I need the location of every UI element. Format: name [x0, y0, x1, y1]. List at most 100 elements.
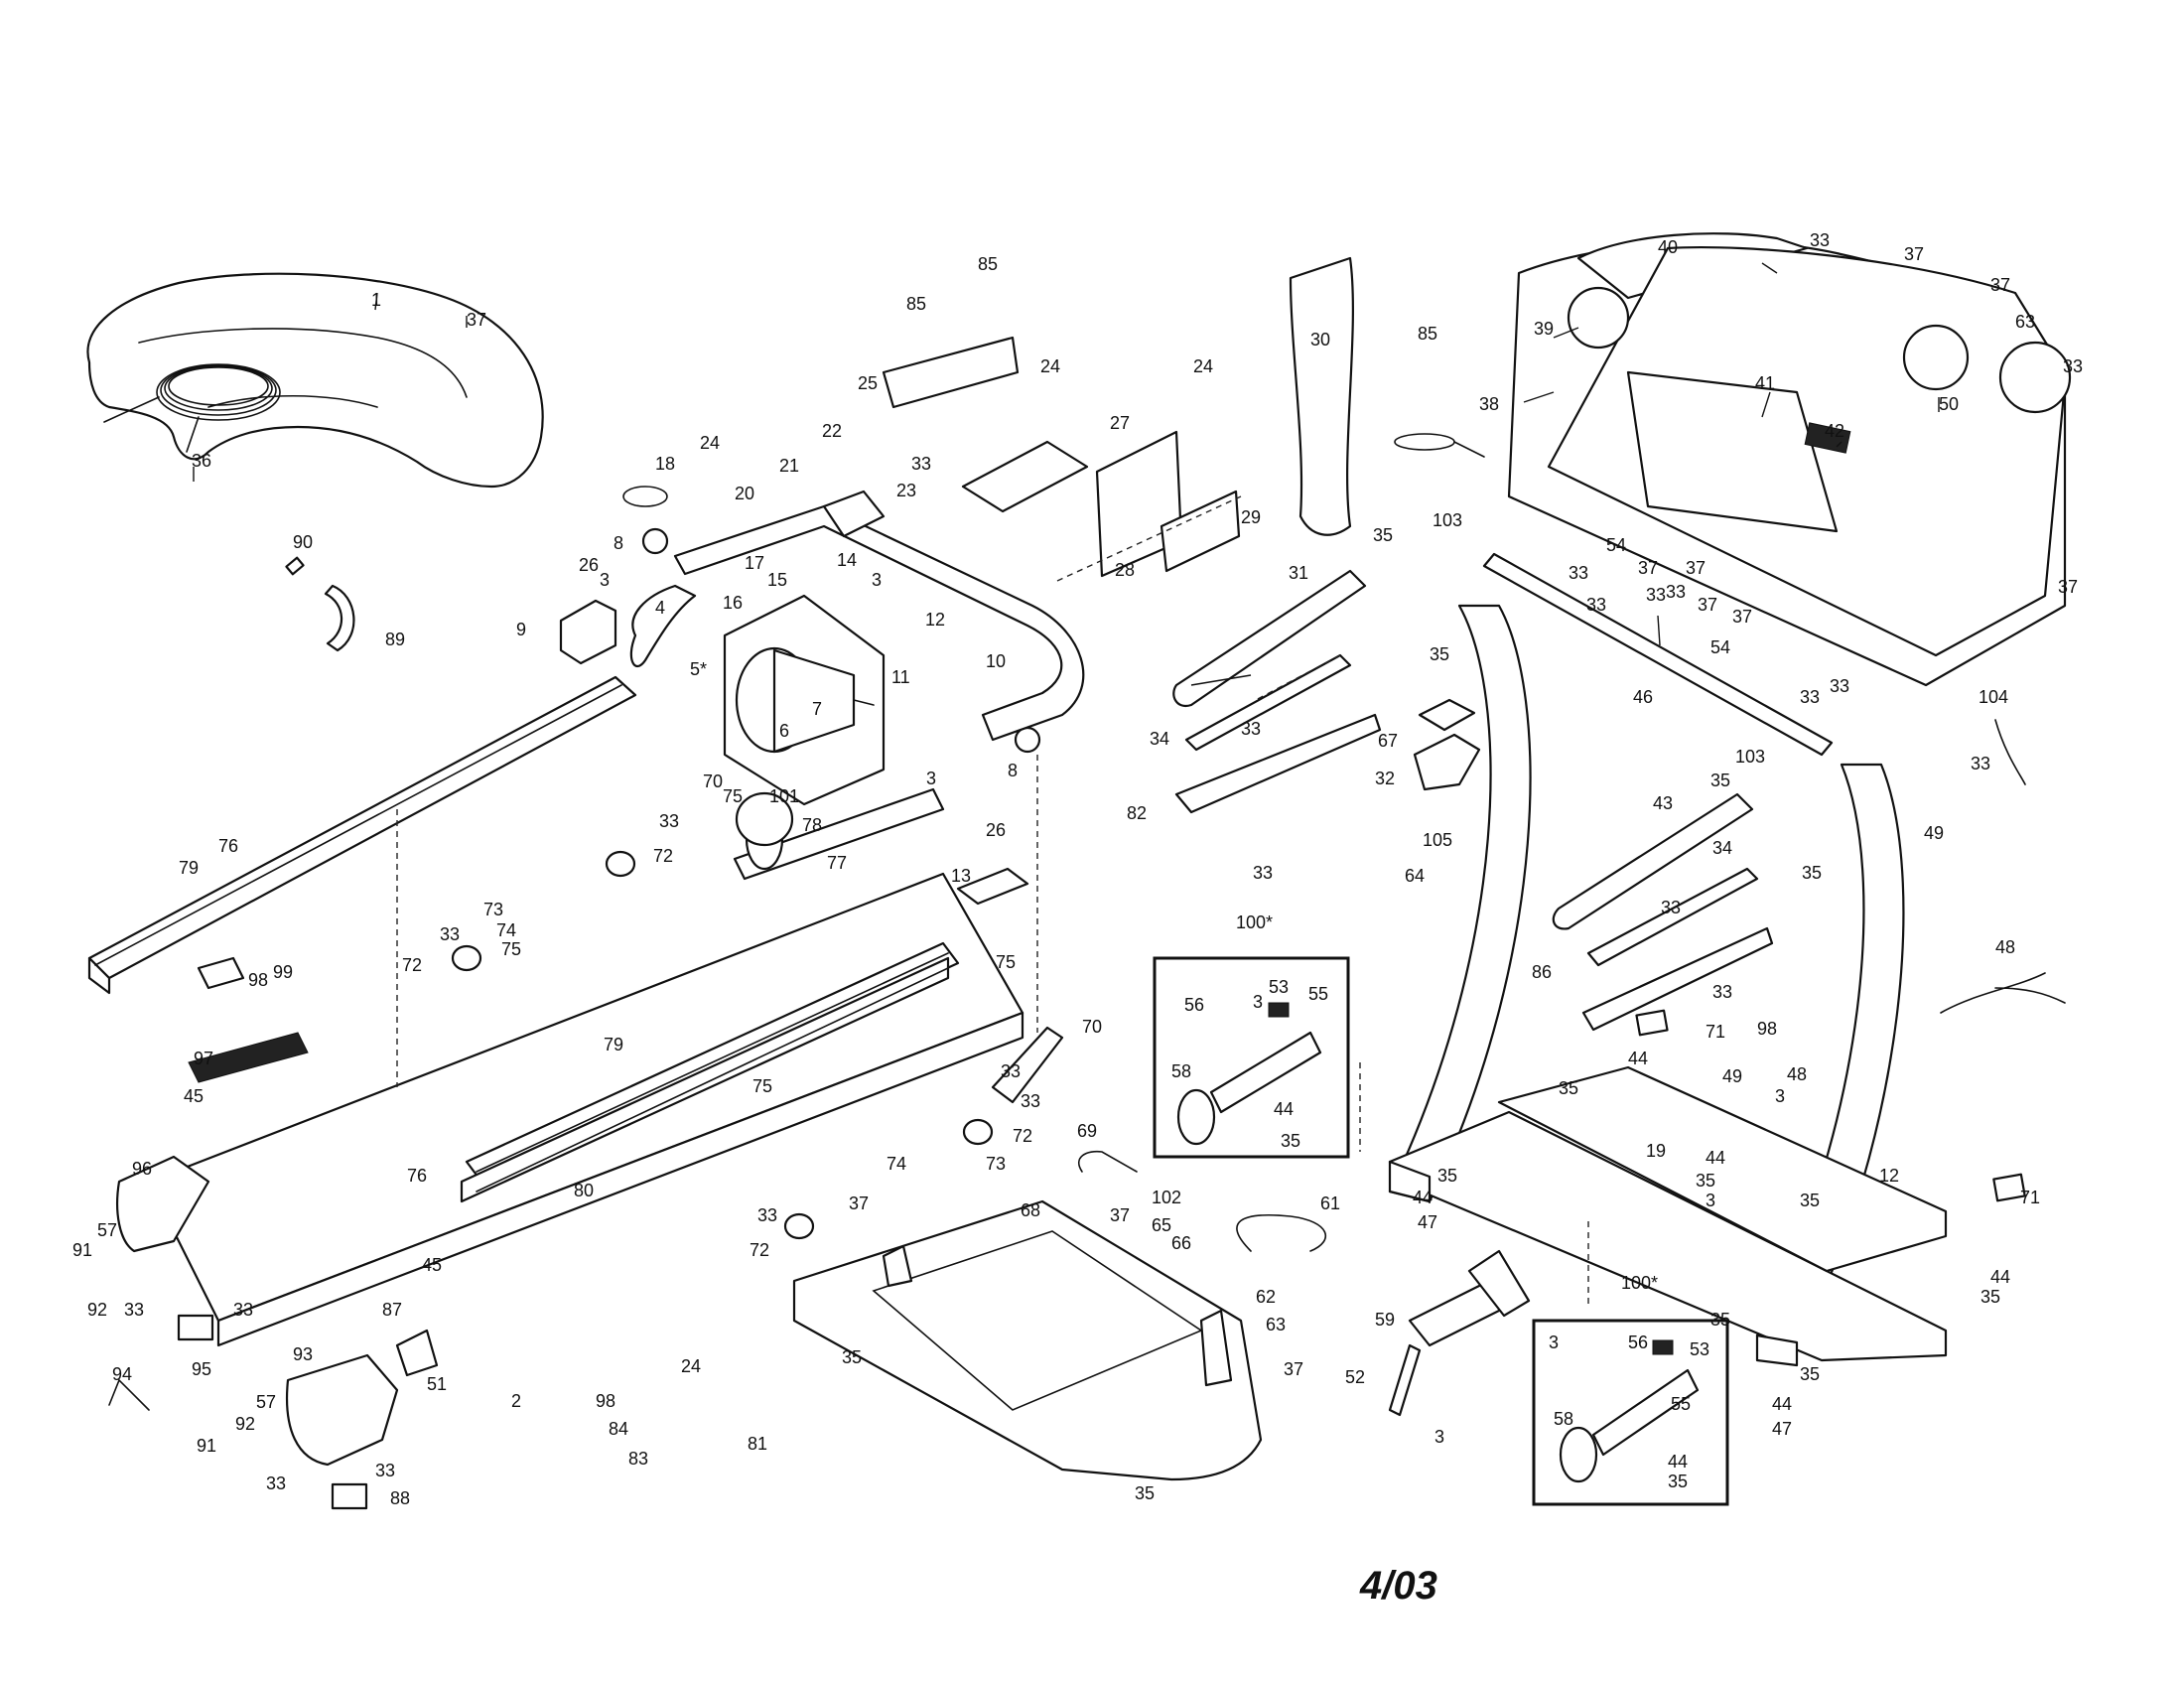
callout-35b: 35 [1430, 644, 1449, 664]
callout-18: 18 [655, 454, 675, 474]
callout-97: 97 [194, 1049, 213, 1068]
callout-103a: 103 [1433, 510, 1462, 530]
callout-24b: 24 [1040, 356, 1060, 376]
callout-33o: 33 [1800, 687, 1820, 707]
handrail-support-right [1586, 867, 1759, 967]
callout-63a: 63 [2015, 312, 2035, 332]
strap [324, 584, 355, 652]
callout-83: 83 [628, 1449, 648, 1469]
callout-37g: 37 [1732, 607, 1752, 627]
callout-33i: 33 [757, 1205, 777, 1225]
callout-76b: 76 [407, 1166, 427, 1186]
callout-77: 77 [827, 853, 847, 873]
callout-90: 90 [293, 532, 313, 552]
callout-44f: 44 [1772, 1394, 1792, 1414]
wheel-lower [1559, 1339, 1700, 1483]
callout-33t: 33 [1810, 230, 1830, 250]
callout-95: 95 [192, 1359, 211, 1379]
callout-46: 46 [1633, 687, 1653, 707]
callout-74b: 74 [887, 1154, 906, 1174]
callout-34b: 34 [1712, 838, 1732, 858]
callout-75c: 75 [996, 952, 1016, 972]
callout-33w: 33 [1001, 1061, 1021, 1081]
callout-70a: 70 [703, 772, 723, 791]
callout-70b: 70 [1082, 1017, 1102, 1037]
callout-104: 104 [1979, 687, 2008, 707]
callout-56a: 56 [1184, 995, 1204, 1015]
callout-26b: 26 [986, 820, 1006, 840]
callout-35n: 35 [1800, 1191, 1820, 1210]
handrail-support-left [1184, 653, 1352, 752]
callout-8b: 8 [1008, 761, 1018, 780]
leveling-foot-95 [177, 1314, 214, 1341]
callout-16: 16 [723, 593, 743, 613]
callout-54b: 54 [1710, 637, 1730, 657]
callout-5: 5* [690, 659, 707, 679]
lift-motor [1388, 1249, 1531, 1417]
callout-78: 78 [802, 815, 822, 835]
callout-91a: 91 [72, 1240, 92, 1260]
callout-12a: 12 [925, 610, 945, 630]
callout-24d: 24 [681, 1356, 701, 1376]
callout-37j: 37 [1110, 1205, 1130, 1225]
callout-8a: 8 [614, 533, 623, 553]
callout-6: 6 [779, 721, 789, 741]
callout-59: 59 [1375, 1310, 1395, 1330]
callout-36: 36 [192, 451, 211, 471]
callout-33q: 33 [1971, 754, 1990, 773]
callout-3g: 3 [1434, 1427, 1444, 1447]
callout-35i: 35 [1800, 1364, 1820, 1384]
callout-21: 21 [779, 456, 799, 476]
callout-17: 17 [745, 553, 764, 573]
callout-33s: 33 [1712, 982, 1732, 1002]
callout-88: 88 [390, 1488, 410, 1508]
isolator-b [451, 944, 482, 972]
callout-44g: 44 [1668, 1452, 1688, 1472]
callout-3c: 3 [926, 769, 936, 788]
callout-35j: 35 [1281, 1131, 1300, 1151]
callout-26a: 26 [579, 555, 599, 575]
callout-48a: 48 [1995, 937, 2015, 957]
callout-33l: 33 [1569, 563, 1588, 583]
callout-54a: 54 [1606, 535, 1626, 555]
callout-98c: 98 [1757, 1019, 1777, 1039]
motor-base [792, 1199, 1263, 1481]
callout-63b: 63 [1266, 1315, 1286, 1334]
callout-38: 38 [1479, 394, 1499, 414]
callout-7: 7 [812, 699, 822, 719]
callout-85c: 85 [1418, 324, 1437, 344]
callout-15: 15 [767, 570, 787, 590]
callout-55b: 55 [1671, 1394, 1691, 1414]
foot-pad-lower [1992, 1173, 2026, 1202]
callout-1: 1 [371, 290, 381, 310]
roller-bracket [956, 867, 1029, 906]
callout-35d: 35 [1802, 863, 1822, 883]
center-plate [961, 440, 1089, 513]
callout-35k: 35 [1668, 1472, 1688, 1491]
board-bracket [1160, 490, 1241, 573]
callout-47b: 47 [1772, 1419, 1792, 1439]
leader-lines [193, 262, 1940, 686]
callout-24a: 24 [700, 433, 720, 453]
callout-62: 62 [1256, 1287, 1276, 1307]
handrail-right [1552, 792, 1754, 930]
callout-87: 87 [382, 1300, 402, 1320]
callout-84: 84 [609, 1419, 628, 1439]
isolator-a [605, 850, 636, 878]
callout-49b: 49 [1722, 1066, 1742, 1086]
callout-19: 19 [1646, 1141, 1666, 1161]
callout-3b: 3 [872, 570, 882, 590]
callout-33e: 33 [1253, 863, 1273, 883]
callout-35a: 35 [1373, 525, 1393, 545]
walking-deck [147, 872, 1024, 1347]
base-frame [1388, 1065, 1948, 1367]
callout-82: 82 [1127, 803, 1147, 823]
callout-10: 10 [986, 651, 1006, 671]
cable-loop [622, 486, 668, 507]
callout-72a: 72 [653, 846, 673, 866]
callout-68: 68 [1021, 1200, 1040, 1220]
plate [197, 956, 245, 990]
washer [641, 527, 669, 555]
callout-50: 50 [1939, 394, 1959, 414]
